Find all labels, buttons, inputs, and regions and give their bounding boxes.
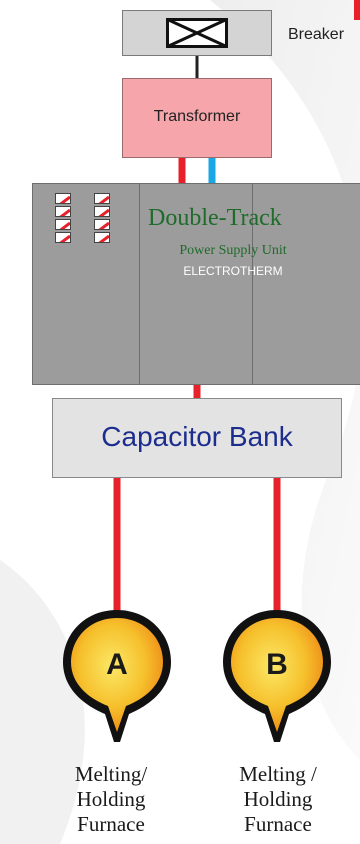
furnace-a-letter: A: [106, 648, 128, 681]
unit-divider-left: [139, 183, 140, 385]
switch-icon: [55, 232, 71, 243]
switch-icon: [94, 206, 110, 217]
unit-title: Double-Track: [148, 205, 282, 231]
furnace-b-letter: B: [266, 648, 288, 681]
capacitor-bank-label: Capacitor Bank: [101, 421, 293, 452]
furnace-a-label-line: Melting/: [74, 762, 148, 786]
furnace-a-label-line: Holding: [76, 787, 146, 811]
furnace-b-label: Melting / Holding Furnace: [223, 762, 333, 837]
furnace-b-label-line: Holding: [243, 787, 313, 811]
unit-divider-right: [252, 183, 253, 385]
furnace-b-label-line: Melting /: [239, 762, 317, 786]
furnace-icon: [223, 610, 331, 742]
capacitor-bank-box: [52, 398, 342, 478]
transformer-box: [122, 78, 272, 158]
breaker-label: Breaker: [288, 26, 345, 43]
red-marker: [354, 0, 360, 20]
breaker-icon: [166, 18, 228, 48]
furnace-b-label-line: Furnace: [244, 812, 312, 836]
breaker-box: [122, 10, 272, 56]
switch-icon: [94, 193, 110, 204]
furnace-icon: [63, 610, 171, 742]
switch-icon: [55, 206, 71, 217]
unit-subtitle: Power Supply Unit: [179, 243, 287, 258]
furnace-a-label: Melting/ Holding Furnace: [56, 762, 166, 837]
power-supply-unit: [32, 183, 360, 385]
switch-icon: [55, 219, 71, 230]
furnace-a-label-line: Furnace: [77, 812, 145, 836]
transformer-label: Transformer: [153, 108, 241, 125]
switch-icon: [94, 219, 110, 230]
switch-icon: [55, 193, 71, 204]
unit-brand: ELECTROTHERM: [183, 264, 283, 278]
switch-icon: [94, 232, 110, 243]
